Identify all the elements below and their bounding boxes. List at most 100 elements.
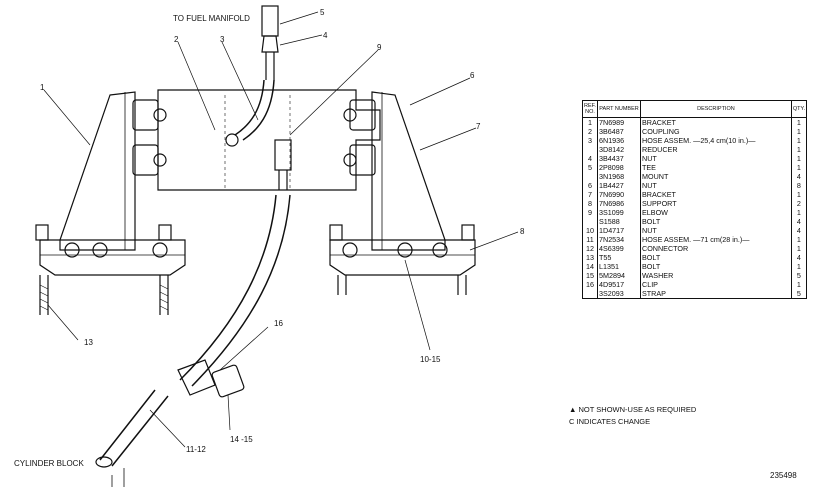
cell-ref-no: 13 — [582, 253, 598, 262]
cell-description: NUT — [640, 154, 792, 163]
cell-part-number: 4S6399 — [597, 244, 641, 253]
callout-11-12: 11-12 — [186, 445, 206, 454]
cell-part-number: 7N6989 — [597, 117, 641, 127]
cell-ref-no: 2 — [582, 127, 598, 136]
cell-part-number: 2P8098 — [597, 163, 641, 172]
callout-13: 13 — [84, 338, 93, 347]
right-support — [329, 239, 476, 276]
cell-description: COUPLING — [640, 127, 792, 136]
cell-ref-no: ▲ — [582, 289, 598, 299]
cell-ref-no — [582, 145, 598, 154]
callout-4: 4 — [323, 31, 328, 40]
note-not-shown: ▲ NOT SHOWN-USE AS REQUIRED — [569, 405, 697, 414]
cell-description: BRACKET — [640, 117, 792, 127]
cell-ref-no — [582, 172, 598, 181]
header-description: DESCRIPTION — [640, 100, 792, 118]
callout-6: 6 — [470, 71, 475, 80]
cell-qty: 1 — [791, 190, 808, 199]
right-bracket — [371, 91, 446, 251]
callout-2: 2 — [174, 35, 179, 44]
figure-number: 235498 — [770, 471, 797, 480]
cell-qty: 5 — [791, 271, 808, 280]
cell-part-number: T55 — [597, 253, 641, 262]
cell-qty: 2 — [791, 199, 808, 208]
cell-ref-no: 3 — [582, 136, 598, 145]
cell-part-number: 7N6986 — [597, 199, 641, 208]
center-plate — [157, 89, 381, 191]
cell-qty: 1 — [791, 117, 808, 127]
cell-ref-no: 1 — [582, 117, 598, 127]
cell-qty: 5 — [791, 289, 808, 299]
cell-part-number: 3D8142 — [597, 145, 641, 154]
cell-description: BOLT — [640, 262, 792, 271]
exploded-parts-diagram: TO FUEL MANIFOLD CYLINDER BLOCK 1 2 3 4 … — [14, 5, 525, 487]
cell-part-number: 1D4717 — [597, 226, 641, 235]
callout-8: 8 — [520, 227, 525, 236]
cell-description: HOSE ASSEM. —25,4 cm(10 in.)— — [640, 136, 792, 145]
parts-table-header: REF. NO. PART NUMBER DESCRIPTION QTY. — [582, 100, 808, 118]
cell-description: HOSE ASSEM. —71 cm(28 in.)— — [640, 235, 792, 244]
cell-qty: 1 — [791, 208, 808, 217]
callout-9: 9 — [377, 43, 382, 52]
header-part-number: PART NUMBER — [597, 100, 641, 118]
cell-description: BRACKET — [640, 190, 792, 199]
callout-14-15: 14 -15 — [230, 435, 253, 444]
coupling-fitting — [261, 5, 279, 37]
cell-ref-no: 8 — [582, 199, 598, 208]
cell-description: CLIP — [640, 280, 792, 289]
table-row: 16C4D9517CLIP1 — [582, 280, 808, 289]
table-row: 15C5M2894WASHER5 — [582, 271, 808, 280]
cell-ref-no: 15C — [582, 271, 598, 280]
cell-description: BOLT — [640, 217, 792, 226]
cell-part-number: S1588 — [597, 217, 641, 226]
header-ref-no: REF. NO. — [582, 100, 598, 118]
note-indicates-change: C INDICATES CHANGE — [569, 417, 651, 426]
cell-qty: 4 — [791, 253, 808, 262]
cell-qty: 1 — [791, 127, 808, 136]
notes: ▲ NOT SHOWN-USE AS REQUIRED C INDICATES … — [569, 404, 696, 428]
left-support — [39, 239, 186, 276]
cell-qty: 1 — [791, 136, 808, 145]
cell-description: NUT — [640, 226, 792, 235]
cell-description: TEE — [640, 163, 792, 172]
table-row: 12C4S6399CONNECTOR1 — [582, 244, 808, 253]
cell-qty: 1 — [791, 235, 808, 244]
cell-qty: 1 — [791, 280, 808, 289]
cell-qty: 4 — [791, 226, 808, 235]
cell-ref-no: 7 — [582, 190, 598, 199]
cell-qty: 4 — [791, 217, 808, 226]
hose-3 — [234, 79, 275, 141]
cell-description: SUPPORT — [640, 199, 792, 208]
header-qty: QTY. — [790, 100, 808, 118]
callout-10-15: 10-15 — [420, 355, 441, 364]
cell-ref-no: 5 — [582, 163, 598, 172]
cell-part-number: 1B4427 — [597, 181, 641, 190]
cell-description: MOUNT — [640, 172, 792, 181]
cell-ref-no: 10 — [582, 226, 598, 235]
callout-1: 1 — [40, 83, 45, 92]
cell-description: WASHER — [640, 271, 792, 280]
cell-qty: 1 — [791, 163, 808, 172]
cell-description: ELBOW — [640, 208, 792, 217]
cell-description: NUT — [640, 181, 792, 190]
cell-ref-no: 9 — [582, 208, 598, 217]
cell-part-number: 3B6487 — [597, 127, 641, 136]
hose-11 — [179, 194, 291, 387]
cell-ref-no: 14C — [582, 262, 598, 271]
cell-part-number: 5M2894 — [597, 271, 641, 280]
cell-ref-no: 12C — [582, 244, 598, 253]
cell-qty: 1 — [791, 244, 808, 253]
